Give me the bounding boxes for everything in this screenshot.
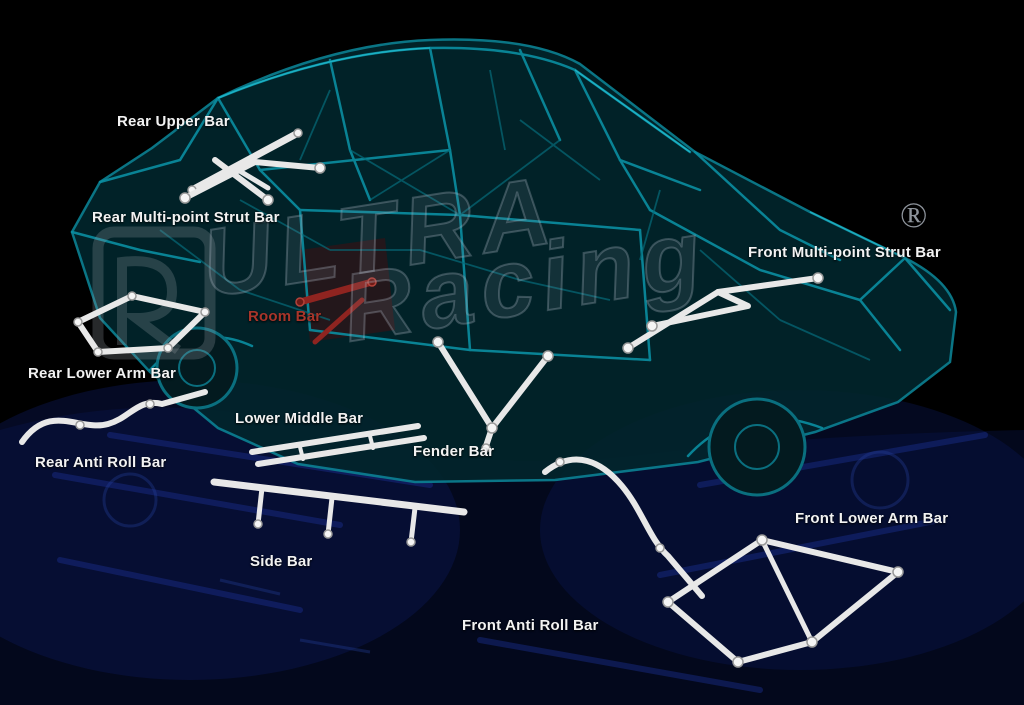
rear-anti-roll-bar-graphic [19,389,208,445]
fender-bar-graphic [432,336,554,453]
label-room-bar: Room Bar [248,308,322,325]
label-front-multi-point-strut-bar: Front Multi-point Strut Bar [748,244,941,261]
label-fender-bar: Fender Bar [413,443,495,460]
lower-middle-bar-graphic [249,423,427,467]
rear-upper-bar-graphic [187,128,303,195]
registered-trademark-symbol: ® [900,195,928,235]
wheel-graphic [155,326,807,497]
label-front-anti-roll-bar: Front Anti Roll Bar [462,617,599,634]
front-anti-roll-bar-graphic [542,456,705,599]
label-side-bar: Side Bar [250,553,313,570]
front-multi-point-strut-bar-graphic [622,272,824,354]
label-rear-multi-point-strut-bar: Rear Multi-point Strut Bar [92,209,280,226]
label-front-lower-arm-bar: Front Lower Arm Bar [795,510,949,527]
label-lower-middle-bar: Lower Middle Bar [235,410,364,427]
ur-logo-watermark [92,226,216,360]
front-lower-arm-bar-graphic [662,534,904,668]
side-bar-graphic [210,478,468,547]
label-rear-lower-arm-bar: Rear Lower Arm Bar [28,365,177,382]
room-bar-graphic [295,277,377,345]
label-rear-upper-bar: Rear Upper Bar [117,113,230,130]
rear-lower-arm-bar-graphic [73,291,210,357]
label-rear-anti-roll-bar: Rear Anti Roll Bar [35,454,167,471]
rear-multi-point-strut-bar-graphic [179,157,326,206]
